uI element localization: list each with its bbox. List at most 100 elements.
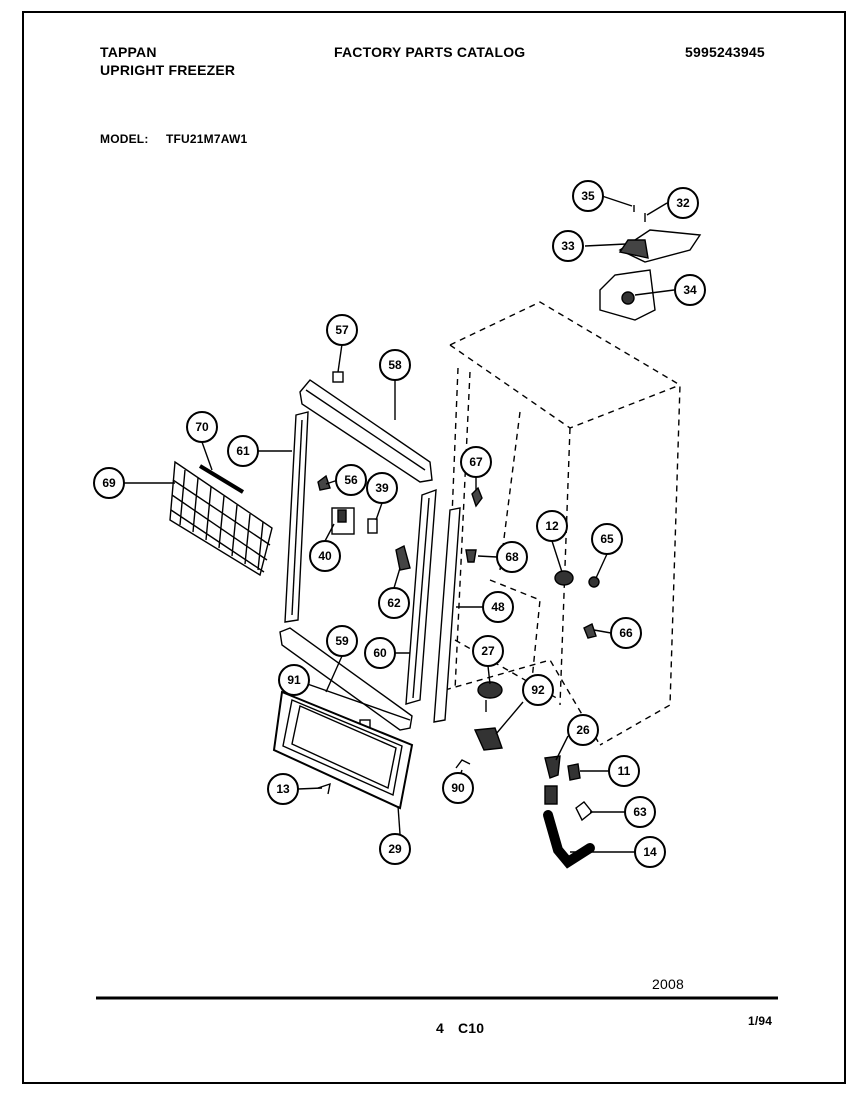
callout-59: 59 — [326, 625, 358, 657]
part-27 — [477, 681, 503, 699]
callout-27: 27 — [472, 635, 504, 667]
callout-33: 33 — [552, 230, 584, 262]
page-number: 4 — [436, 1020, 444, 1036]
callout-39: 39 — [366, 472, 398, 504]
callout-60: 60 — [364, 637, 396, 669]
callout-29: 29 — [379, 833, 411, 865]
callout-57: 57 — [326, 314, 358, 346]
callout-70: 70 — [186, 411, 218, 443]
part-67 — [471, 486, 483, 508]
callout-number: 67 — [469, 455, 483, 469]
callout-number: 57 — [335, 323, 349, 337]
callout-61: 61 — [227, 435, 259, 467]
part-29 — [455, 759, 471, 769]
top-hinge-assembly — [599, 205, 702, 321]
callout-number: 13 — [276, 782, 290, 796]
callout-92: 92 — [522, 674, 554, 706]
callout-68: 68 — [496, 541, 528, 573]
callout-66: 66 — [610, 617, 642, 649]
callout-69: 69 — [93, 467, 125, 499]
part-12 — [554, 570, 574, 586]
callout-number: 29 — [388, 842, 402, 856]
part-62 — [395, 544, 411, 571]
revision-date: 1/94 — [748, 1014, 773, 1028]
catalog-title: FACTORY PARTS CATALOG — [334, 44, 526, 60]
part-39 — [367, 518, 378, 534]
callout-number: 69 — [102, 476, 116, 490]
bottom-door-strip — [279, 627, 413, 731]
callout-number: 40 — [318, 549, 332, 563]
part-65 — [588, 576, 600, 588]
toe-grille-frame — [272, 679, 414, 810]
callout-56: 56 — [335, 464, 367, 496]
callout-65: 65 — [591, 523, 623, 555]
callout-number: 62 — [387, 596, 401, 610]
callout-number: 14 — [643, 845, 657, 859]
model-label: MODEL: — [100, 132, 149, 146]
callout-number: 66 — [619, 626, 633, 640]
callout-63: 63 — [624, 796, 656, 828]
callout-35: 35 — [572, 180, 604, 212]
callout-67: 67 — [460, 446, 492, 478]
callout-14: 14 — [634, 836, 666, 868]
callout-number: 90 — [451, 781, 465, 795]
callout-number: 68 — [505, 550, 519, 564]
top-gasket-strip — [299, 371, 433, 483]
part-11b — [544, 785, 558, 805]
callout-48: 48 — [482, 591, 514, 623]
grille-assembly — [169, 460, 273, 577]
callout-number: 12 — [545, 519, 559, 533]
callout-number: 63 — [633, 805, 647, 819]
cabinet-outline — [444, 301, 681, 746]
part-90 — [317, 782, 331, 795]
callout-number: 60 — [373, 646, 387, 660]
callout-number: 32 — [676, 196, 690, 210]
part-11 — [544, 755, 561, 779]
callout-12: 12 — [536, 510, 568, 542]
part-14 — [575, 801, 593, 822]
callout-number: 65 — [600, 532, 614, 546]
part-26 — [473, 727, 503, 751]
callout-number: 92 — [531, 683, 545, 697]
callout-number: 26 — [576, 723, 590, 737]
callout-number: 91 — [287, 673, 301, 687]
callout-40: 40 — [309, 540, 341, 572]
callout-26: 26 — [567, 714, 599, 746]
breaker-strip — [433, 507, 461, 723]
part-63 — [567, 763, 581, 781]
section-code: C10 — [458, 1020, 485, 1036]
callout-13: 13 — [267, 773, 299, 805]
document-number: 5995243945 — [685, 44, 765, 60]
callout-58: 58 — [379, 349, 411, 381]
callout-32: 32 — [667, 187, 699, 219]
model-number: TFU21M7AW1 — [166, 132, 248, 146]
callout-number: 56 — [344, 473, 358, 487]
callout-91: 91 — [278, 664, 310, 696]
callout-number: 58 — [388, 358, 402, 372]
callout-number: 70 — [195, 420, 209, 434]
callout-labels: 35 32 33 34 57 58 70 61 69 56 39 40 67 62 68 12 65 48 66 59… — [93, 180, 706, 868]
callout-62: 62 — [378, 587, 410, 619]
diagram-code: 2008 — [652, 976, 684, 992]
callout-number: 34 — [683, 283, 697, 297]
product-type: UPRIGHT FREEZER — [100, 62, 236, 78]
callout-number: 35 — [581, 189, 595, 203]
page-border — [22, 11, 846, 1084]
drain-hose — [543, 810, 595, 869]
callout-number: 27 — [481, 644, 495, 658]
callout-number: 59 — [335, 634, 349, 648]
callout-number: 48 — [491, 600, 505, 614]
callout-number: 39 — [375, 481, 389, 495]
callout-34: 34 — [674, 274, 706, 306]
part-56 — [317, 474, 331, 491]
part-68 — [465, 549, 477, 563]
callout-number: 11 — [618, 764, 631, 778]
part-66 — [583, 623, 597, 639]
callout-number: 33 — [561, 239, 575, 253]
brand-name: TAPPAN — [100, 44, 157, 60]
leader-lines — [124, 195, 675, 853]
callout-11: 11 — [608, 755, 640, 787]
callout-90: 90 — [442, 772, 474, 804]
